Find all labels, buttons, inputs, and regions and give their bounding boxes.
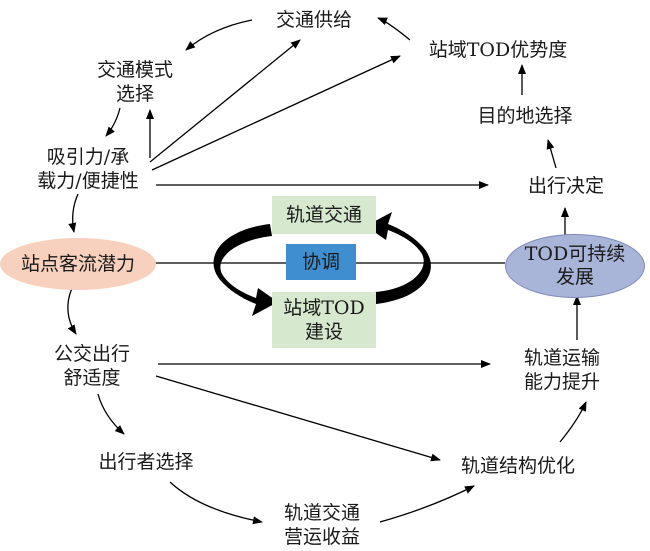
box-rail-transit: 轨道交通 — [272, 196, 376, 234]
node-attraction: 吸引力/承 载力/便捷性 — [37, 145, 138, 193]
arrow-structure-to-capacity — [559, 401, 587, 443]
box-station-tod-build-line1: 站域TOD — [283, 297, 365, 319]
ellipse-tod-sustainable: TOD可持续 发展 — [505, 234, 645, 298]
cycle-arrow-right — [366, 212, 431, 304]
arrow-decision-to-destination — [546, 139, 557, 169]
ellipse-tod-sustainable-line2: 发展 — [555, 266, 594, 288]
box-station-tod-build-line2: 建设 — [304, 321, 343, 343]
box-coordination: 协调 — [286, 244, 356, 280]
cycle-arrow-left — [213, 224, 278, 316]
node-station-tod-advantage: 站域TOD优势度 — [428, 39, 568, 61]
node-bus-comfort-line2: 舒适度 — [63, 367, 121, 389]
node-rail-revenue-line2: 营运收益 — [283, 526, 361, 548]
arrow-mode-to-attraction — [105, 107, 121, 137]
node-bus-comfort-line1: 公交出行 — [53, 343, 131, 365]
ellipse-tod-sustainable-line1: TOD可持续 — [524, 243, 626, 265]
arrow-traveler-to-revenue — [169, 481, 263, 525]
arrow-supply-to-mode — [185, 19, 253, 51]
arrow-tod-to-supply — [377, 17, 411, 41]
node-rail-capacity-line1: 轨道运输 — [523, 347, 601, 369]
arrow-attraction-to-potential — [68, 193, 79, 233]
arrow-comfort-to-structure — [155, 375, 441, 462]
arrow-potential-to-comfort — [67, 287, 77, 335]
node-bus-comfort: 公交出行 舒适度 — [54, 342, 130, 390]
node-rail-structure: 轨道结构优化 — [460, 455, 576, 477]
arrow-revenue-to-structure — [379, 485, 475, 523]
arrow-attraction-to-tod — [151, 55, 401, 171]
node-rail-revenue-line1: 轨道交通 — [283, 502, 361, 524]
arrow-comfort-to-traveler — [97, 393, 125, 435]
node-mode-choice-line2: 选择 — [115, 83, 155, 105]
arrow-attraction-to-supply — [149, 39, 301, 163]
node-traveler-choice: 出行者选择 — [98, 451, 194, 473]
node-mode-choice-line1: 交通模式 — [96, 59, 174, 81]
box-station-tod-build: 站域TOD 建设 — [272, 292, 376, 348]
node-attraction-line1: 吸引力/承 — [46, 146, 130, 168]
node-rail-capacity-line2: 能力提升 — [523, 371, 601, 393]
node-attraction-line2: 载力/便捷性 — [37, 170, 139, 192]
node-travel-decision: 出行决定 — [527, 175, 605, 197]
node-rail-revenue: 轨道交通 营运收益 — [284, 501, 360, 549]
node-rail-capacity: 轨道运输 能力提升 — [524, 346, 600, 394]
node-destination-choice: 目的地选择 — [477, 105, 573, 127]
ellipse-passenger-potential: 站点客流潜力 — [0, 238, 156, 290]
node-traffic-supply: 交通供给 — [275, 9, 353, 31]
node-mode-choice: 交通模式 选择 — [97, 58, 173, 106]
